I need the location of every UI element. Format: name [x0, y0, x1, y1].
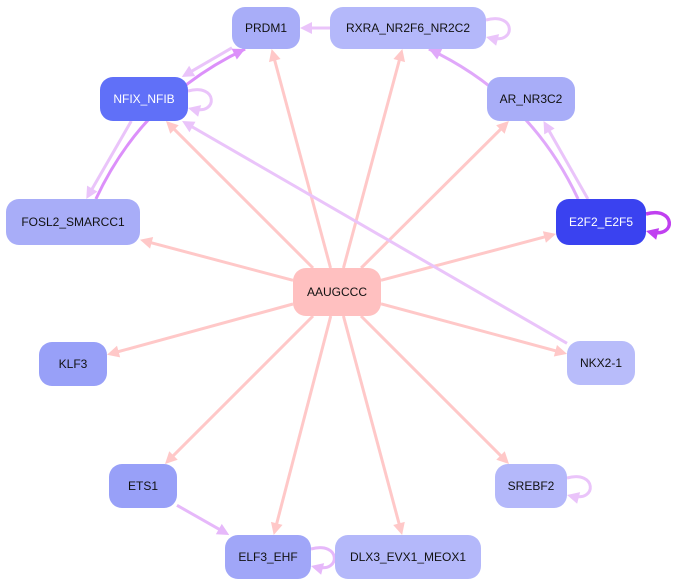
- node-ets1[interactable]: ETS1: [109, 464, 177, 508]
- edge-nfix-to-nfix: [187, 88, 213, 112]
- edge-aaugccc-to-fosl2: [147, 240, 294, 282]
- node-ar-nr3c2[interactable]: AR_NR3C2: [487, 77, 575, 121]
- edge-aaugccc-to-srebf2-arrowhead: [496, 451, 509, 464]
- node-srebf2[interactable]: SREBF2: [495, 464, 567, 508]
- edge-nfix-to-fosl2-arrowhead: [86, 185, 98, 199]
- edge-nfix-to-fosl2: [88, 120, 133, 193]
- edge-srebf2-to-srebf2: [566, 475, 592, 499]
- edge-aaugccc-to-srebf2: [359, 314, 505, 460]
- edge-aaugccc-to-prdm1-arrowhead: [268, 49, 281, 63]
- edge-aaugccc-to-elf3-arrowhead: [270, 521, 283, 535]
- edge-aaugccc-to-nfix-arrowhead: [166, 121, 179, 134]
- edge-aaugccc-to-prdm1: [272, 56, 332, 269]
- edge-srebf2-to-srebf2-arrowhead: [567, 492, 581, 504]
- node-nkx2-1[interactable]: NKX2-1: [567, 341, 635, 385]
- edge-nkx2-to-nfix: [188, 123, 568, 345]
- edge-aaugccc-to-rxra: [342, 56, 402, 269]
- node-elf3-ehf[interactable]: ELF3_EHF: [225, 535, 311, 579]
- edge-aaugccc-to-fosl2-arrowhead: [140, 237, 154, 249]
- edge-e2f2-to-e2f2-arrowhead: [646, 228, 660, 240]
- edge-ets1-to-elf3-arrowhead: [215, 523, 230, 535]
- node-prdm1[interactable]: PRDM1: [232, 7, 300, 49]
- edge-elf3-to-elf3: [310, 546, 336, 570]
- edge-e2f2-to-e2f2: [645, 210, 671, 235]
- node-klf3[interactable]: KLF3: [39, 342, 107, 386]
- edge-rxra-to-rxra-arrowhead: [486, 34, 500, 46]
- edge-rxra-to-prdm1-arrowhead: [300, 22, 312, 34]
- node-dlx3-evx1-meox1[interactable]: DLX3_EVX1_MEOX1: [335, 535, 481, 579]
- edge-nkx2-to-nfix-arrowhead: [182, 121, 196, 133]
- node-aaugccc[interactable]: AAUGCCC: [293, 268, 381, 316]
- node-rxra-nr2f6-nr2c2[interactable]: RXRA_NR2F6_NR2C2: [330, 7, 486, 49]
- edge-aaugccc-to-ar-arrowhead: [496, 121, 509, 134]
- edge-aaugccc-to-dlx3: [341, 315, 402, 528]
- edge-e2f2-to-ar: [546, 127, 590, 200]
- edge-aaugccc-to-nkx2: [380, 302, 560, 354]
- edge-aaugccc-to-elf3: [274, 315, 333, 528]
- node-e2f2-e2f5[interactable]: E2F2_E2F5: [556, 199, 646, 245]
- edge-aaugccc-to-ets1: [169, 314, 315, 460]
- edge-aaugccc-to-ar: [360, 125, 505, 270]
- node-nfix-nfib[interactable]: NFIX_NFIB: [100, 77, 188, 121]
- edge-e2f2-to-ar-arrowhead: [543, 121, 555, 135]
- edge-elf3-to-elf3-arrowhead: [311, 563, 325, 575]
- edge-aaugccc-to-ets1-arrowhead: [165, 451, 178, 464]
- edge-ets1-to-elf3: [176, 504, 224, 533]
- edge-aaugccc-to-e2f2-arrowhead: [542, 231, 556, 243]
- node-fosl2-smarcc1[interactable]: FOSL2_SMARCC1: [6, 199, 140, 245]
- edge-aaugccc-to-nfix: [170, 125, 315, 270]
- edge-aaugccc-to-rxra-arrowhead: [393, 49, 406, 63]
- edge-fosl2-to-prdm1-arrowhead: [231, 48, 246, 60]
- edge-aaugccc-to-dlx3-arrowhead: [393, 521, 405, 535]
- edge-aaugccc-to-klf3: [114, 302, 294, 355]
- edge-aaugccc-to-e2f2: [380, 234, 549, 282]
- edge-nfix-to-nfix-arrowhead: [188, 105, 202, 117]
- edge-prdm1-to-nfix-arrowhead: [181, 65, 196, 77]
- edge-aaugccc-to-klf3-arrowhead: [107, 345, 121, 358]
- edge-aaugccc-to-nkx2-arrowhead: [553, 344, 567, 357]
- edge-prdm1-to-nfix: [187, 46, 233, 75]
- edge-e2f2-to-rxra-arrowhead: [428, 48, 443, 60]
- edge-rxra-to-rxra: [485, 17, 511, 41]
